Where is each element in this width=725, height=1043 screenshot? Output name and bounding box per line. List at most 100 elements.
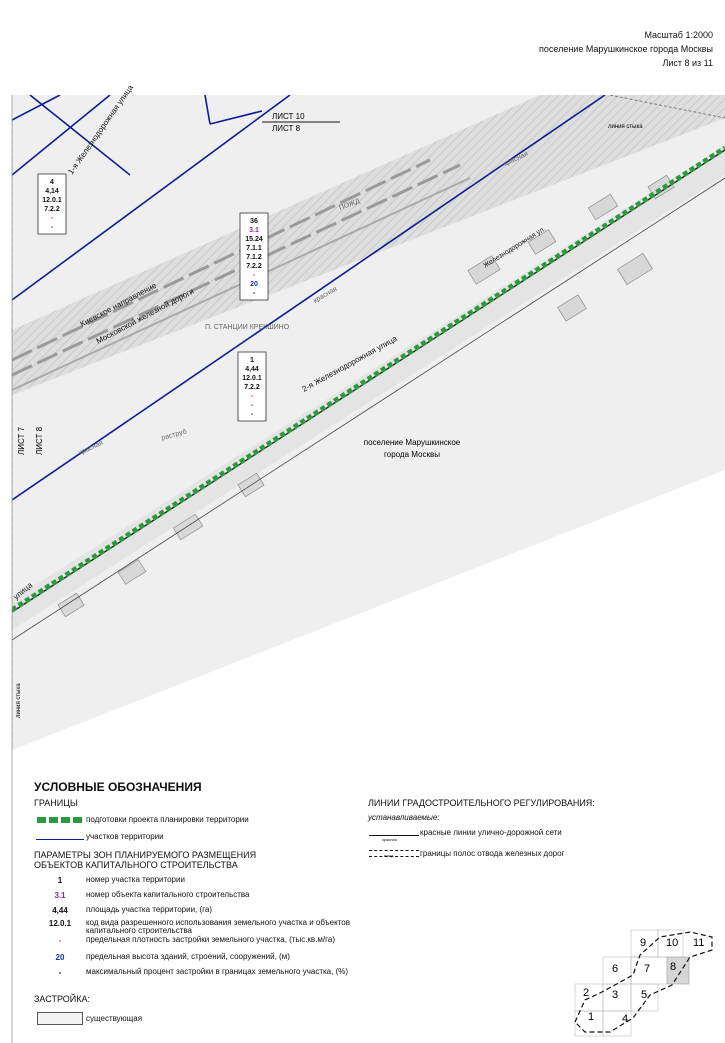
param-symbol: - [58,968,62,977]
parcel-block-value: 7.1.2 [246,254,262,261]
index-sheet-3: 3 [612,989,618,1001]
development-heading: ЗАСТРОЙКА: [34,994,90,1004]
parcel-block-value: - [253,272,256,279]
parcel-block-value: 3.1 [249,227,259,234]
params-heading-1: ПАРАМЕТРЫ ЗОН ПЛАНИРУЕМОГО РАЗМЕЩЕНИЯ [34,850,257,860]
index-map: 4 1 2 3 5 6 7 8 9 10 11 [574,929,713,1037]
param-symbol: - [58,936,62,945]
regulation-subheading: устанавливаемые: [368,813,440,822]
junction-label-left: линия стыка [16,683,22,718]
parcel-block-value: - [51,224,54,231]
legend-text-rail: границы полос отвода железных дорог [420,849,565,858]
junction-label-top: линия стыка [608,124,643,130]
station-label: П. СТАНЦИИ КРЕКШИНО [205,324,290,331]
legend-text-planning: подготовки проекта планировки территории [86,815,249,824]
param-symbol: 1 [57,876,63,885]
planning-boundary-line [12,145,725,613]
param-row: 3.1 номер объекта капитального строительс… [34,891,356,905]
parcel-block-value: 12.0.1 [42,197,62,204]
parcel-block-value: 36 [250,218,258,225]
param-symbol: 12.0.1 [48,919,72,928]
legend-row-rail: пожд границы полос отвода железных дорог [368,847,564,861]
param-text: номер объекта капитального строительства [86,890,250,899]
parcel-info-blocks: 4 4,14 12.0.1 7.2.2 - - 36 3.1 15.24 7.1.1 7.1.2 7.… [37,173,269,422]
red-line-symbol [369,834,419,836]
legend-text-existing: существующая [86,1014,143,1023]
index-sheet-8: 8 [670,961,676,973]
param-text: максимальный процент застройки в граница… [86,967,349,976]
legend-text-red-lines: красные линии улично-дорожной сети [420,828,562,837]
parcel-block-value: - [51,215,54,222]
legend-row-parcel-boundary: участков территории [34,830,164,844]
sheet-label-7: ЛИСТ 7 [17,426,26,455]
sheet-label-8-top: ЛИСТ 8 [272,124,301,133]
param-row: - максимальный процент застройки в границ… [34,968,356,982]
param-row: 4,44 площадь участка территории, (га) [34,906,356,920]
parcel-block-value: 15.24 [245,236,263,243]
existing-building-symbol [37,1011,83,1025]
param-row: - предельная плотность застройки земельно… [34,936,356,950]
legend-text-parcels: участков территории [86,832,164,841]
parcel-block-value: 4 [50,179,54,186]
param-text: предельная высота зданий, строений, соор… [86,952,290,961]
area-label-line2: города Москвы [384,450,440,459]
index-sheet-10: 10 [666,937,678,949]
param-text: номер участка территории [86,875,185,884]
parcel-block-value: - [253,290,256,297]
parcel-block-value: 12.0.1 [242,375,262,382]
parcel-block-value: - [251,402,254,409]
index-sheet-2: 2 [583,987,589,999]
parcel-block-value: - [251,393,254,400]
borders-heading: ГРАНИЦЫ [34,798,78,808]
base-map [12,95,725,750]
param-row: 1 номер участка территории [34,876,356,890]
param-text: код вида разрешенного использования земе… [86,918,350,935]
parcel-block-value: - [251,411,254,418]
index-sheet-4: 4 [622,1013,628,1025]
parcel-block-frame [37,173,67,235]
sheet-number: Лист 8 из 11 [662,58,713,68]
blue-line-symbol [36,838,84,840]
rail-tag: пожд [384,852,394,858]
sheet-label-10: ЛИСТ 10 [272,112,305,121]
parcel-block-value: 7.2.2 [244,384,260,391]
index-sheet-7: 7 [644,963,650,975]
sheet-label-8-left: ЛИСТ 8 [35,426,44,455]
parcel-block-value: 4,44 [245,366,259,373]
index-sheet-9: 9 [640,937,646,949]
index-sheet-1: 1 [588,1011,594,1023]
legend-row-red-lines: красная красные линии улично-дорожной се… [368,826,562,842]
scale-label: Масштаб 1:2000 [644,30,713,40]
legend-title: УСЛОВНЫЕ ОБОЗНАЧЕНИЯ [34,780,202,794]
param-symbol: 20 [55,953,65,962]
green-dots-symbol [37,816,83,823]
parcel-boundaries [12,95,606,501]
area-label-line1: поселение Марушкинское [364,438,461,447]
regulation-heading: ЛИНИИ ГРАДОСТРОИТЕЛЬНОГО РЕГУЛИРОВАНИЯ: [368,798,595,808]
parcel-block-value: 20 [250,281,258,288]
param-symbol: 4,44 [52,906,68,915]
settlement-label: поселение Марушкинское города Москвы [538,44,713,54]
parcel-block-frame [237,351,267,422]
parcel-block-value: 4,14 [45,188,59,195]
param-symbol: 3.1 [54,891,66,900]
param-row: 20 предельная высота зданий, строений, со… [34,953,356,967]
param-text: площадь участка территории, (га) [86,905,213,914]
parcel-block-frame [239,212,269,301]
rail-boundary-symbol [369,849,419,857]
red-line-tag: красная [382,836,397,842]
parcel-block-value: 7.2.2 [44,206,60,213]
param-text: предельная плотность застройки земельног… [86,935,335,944]
parcel-block-value: 7.1.1 [246,245,262,252]
params-heading-2: ОБЪЕКТОВ КАПИТАЛЬНОГО СТРОИТЕЛЬСТВА [34,860,238,870]
parcel-block-value: 1 [250,357,254,364]
parcel-block-value: 7.2.2 [246,263,262,270]
index-sheet-11: 11 [693,937,704,949]
sheet-header: Масштаб 1:2000 поселение Марушкинское го… [539,28,713,70]
legend-row-planning-boundary: подготовки проекта планировки территории [34,813,249,827]
index-sheet-6: 6 [612,963,618,975]
param-row: 12.0.1 код вида разрешенного использовани… [34,918,356,935]
index-sheet-5: 5 [641,989,647,1001]
legend-row-existing: существующая [34,1011,143,1026]
